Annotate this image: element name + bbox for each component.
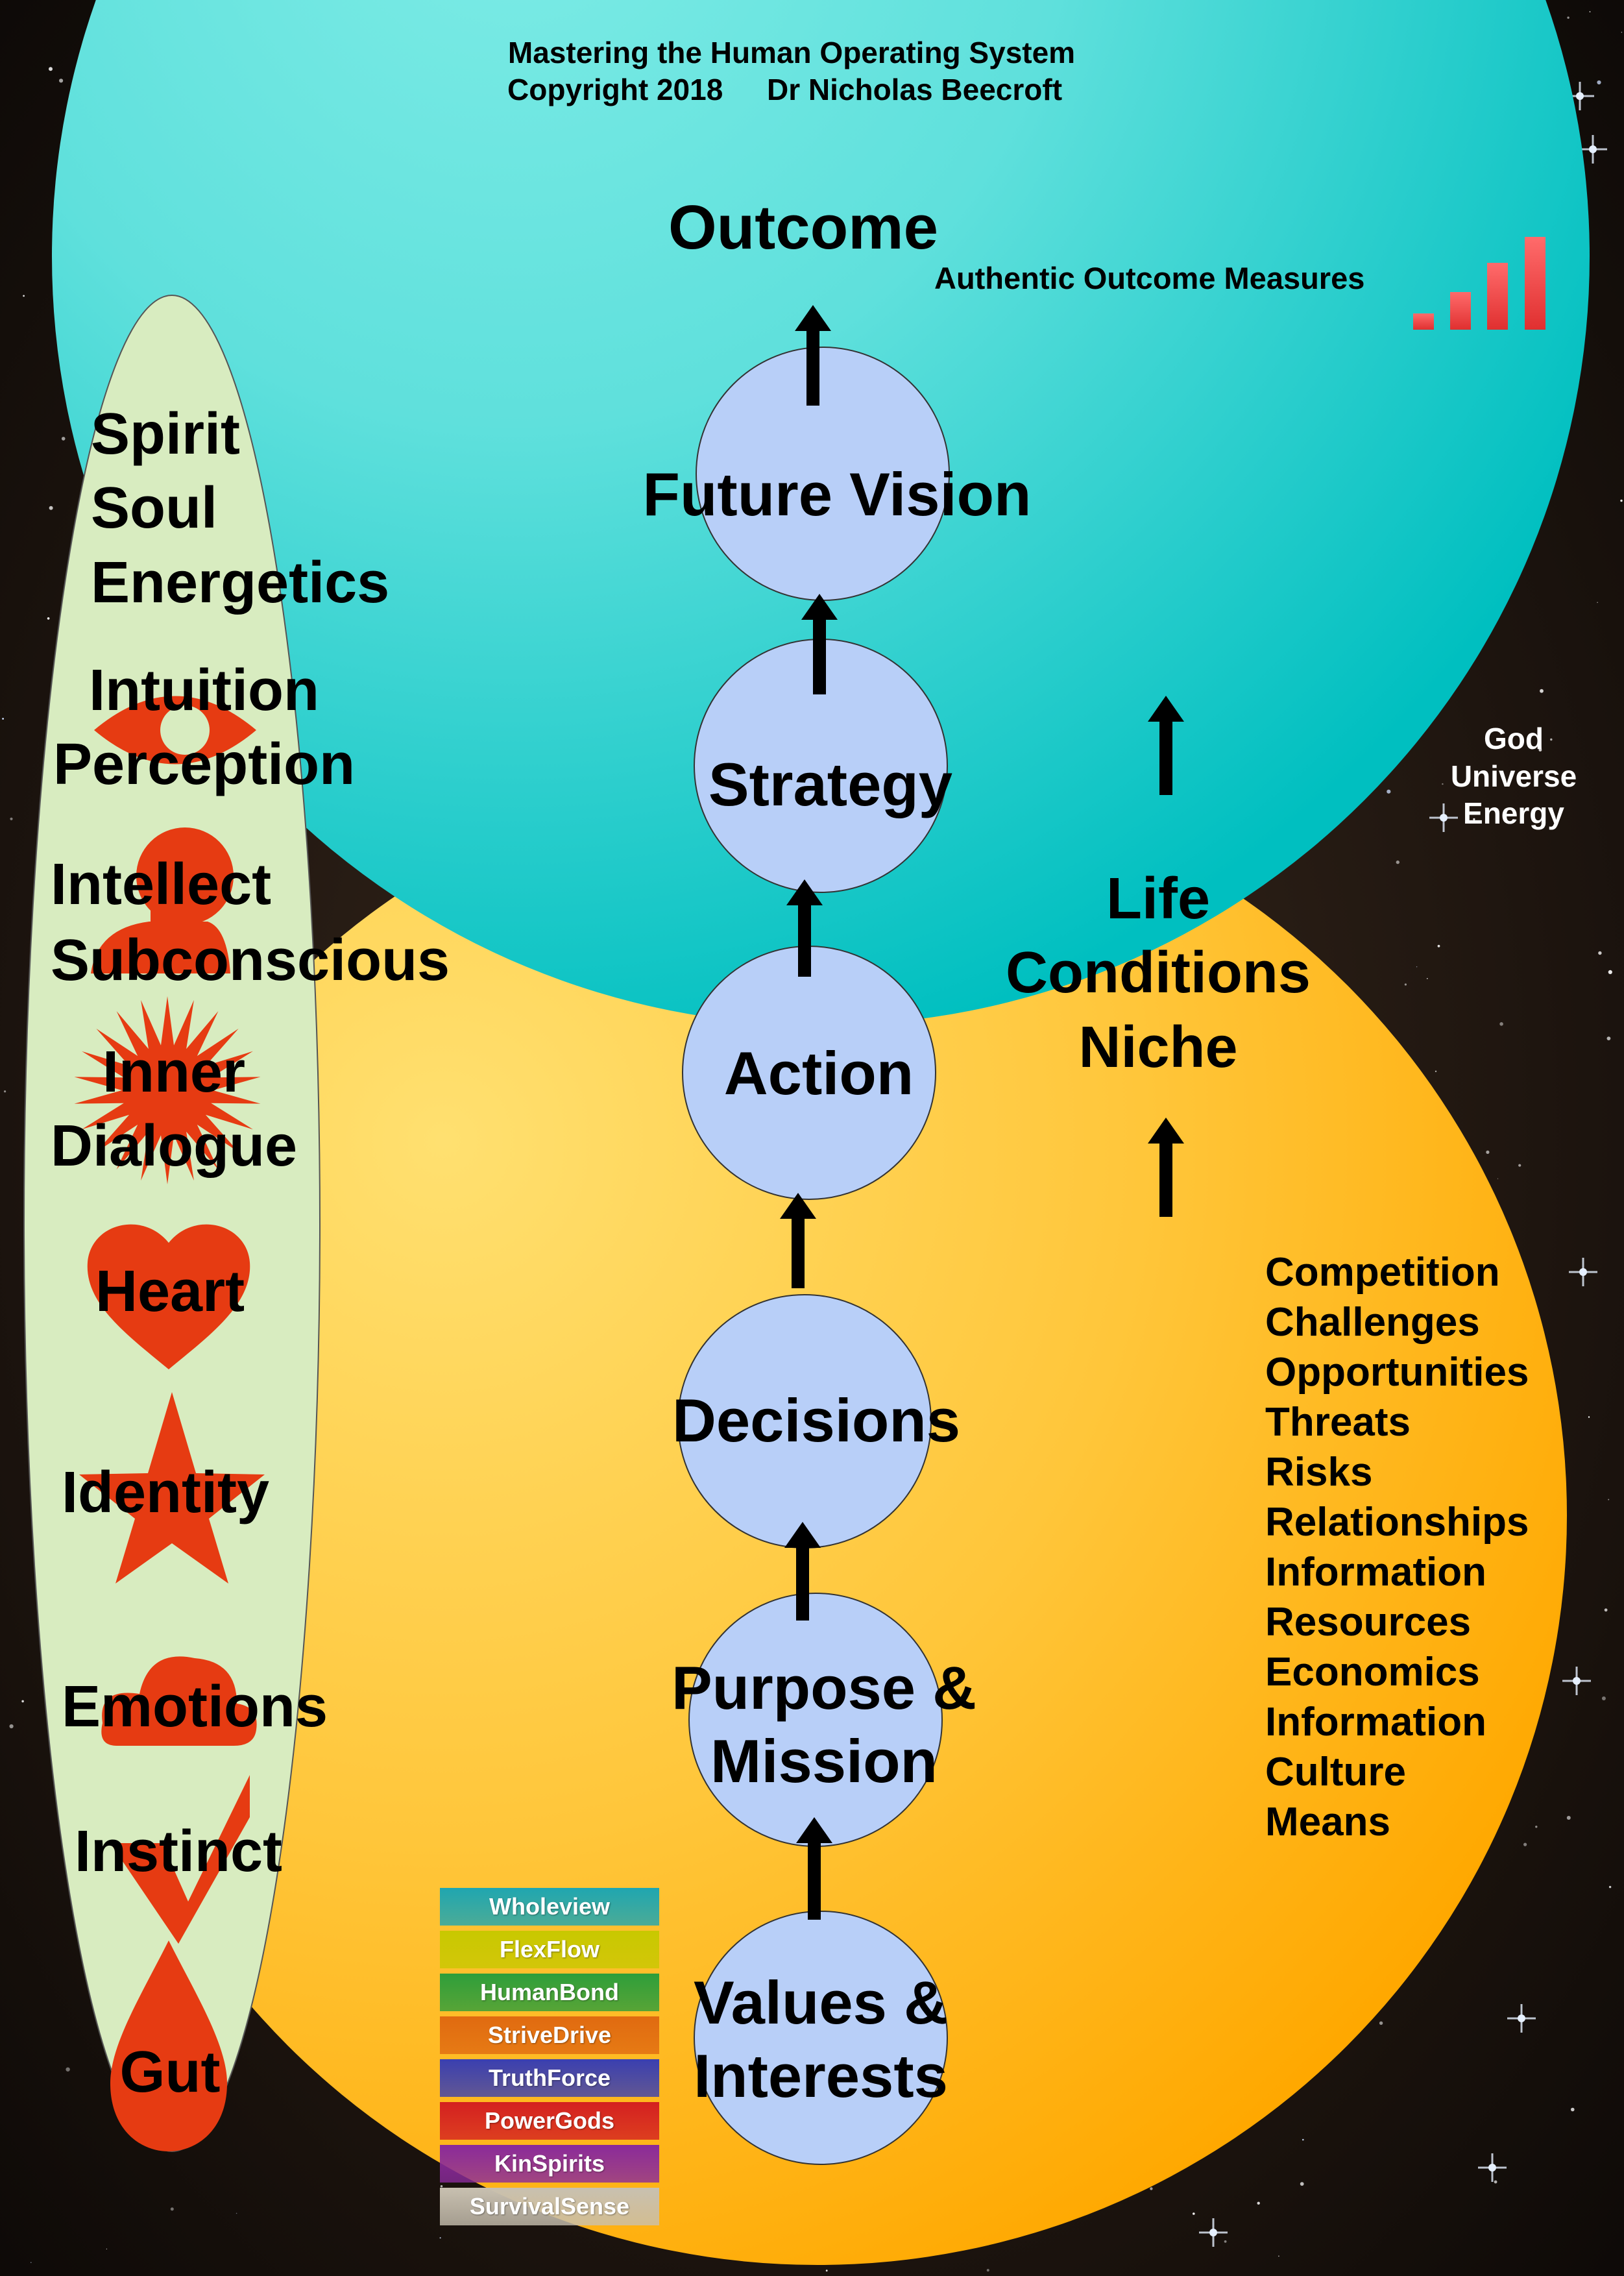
left-icons <box>74 696 265 2151</box>
bar-chart-icon <box>1413 237 1545 330</box>
factor-item: Challenges <box>1265 1300 1480 1345</box>
dialogue-label: Inner Dialogue <box>50 1040 298 1179</box>
author-text: Dr Nicholas Beecroft <box>767 73 1063 106</box>
emotions-label: Emotions <box>61 1674 328 1739</box>
instinct-label: Instinct <box>74 1819 283 1884</box>
drop-icon <box>110 1940 227 2151</box>
factor-item: Information <box>1265 1550 1486 1595</box>
left-ellipse <box>23 295 321 2152</box>
step-label-decisions: Decisions <box>672 1386 961 1454</box>
factor-item: Opportunities <box>1265 1350 1529 1395</box>
arrows <box>780 305 1184 1920</box>
head-silhouette-icon <box>91 827 234 973</box>
step-label-strategy: Strategy <box>708 750 953 818</box>
legend-band: PowerGods <box>440 2102 659 2140</box>
arrow-up-icon <box>786 879 823 977</box>
step-label-purpose: Purpose & Mission <box>671 1654 977 1795</box>
arrow-up-icon <box>795 305 831 406</box>
arrow-up-icon <box>780 1193 816 1288</box>
factor-item: Threats <box>1265 1400 1411 1445</box>
factor-item: Relationships <box>1265 1500 1529 1545</box>
heart-label: Heart <box>95 1259 245 1324</box>
legend-band: Wholeview <box>440 1888 659 1926</box>
gut-label: Gut <box>119 2040 221 2105</box>
legend-band: SurvivalSense <box>440 2188 659 2225</box>
legend-band: KinSpirits <box>440 2145 659 2183</box>
step-label-future-vision: Future Vision <box>642 460 1032 528</box>
eye-icon <box>94 696 256 765</box>
header-title: Mastering the Human Operating System <box>507 36 1076 69</box>
intellect-label: Intellect Subconscious <box>51 852 450 993</box>
outcome-measures-label: Authentic Outcome Measures <box>934 261 1365 295</box>
identity-label: Identity <box>61 1460 270 1525</box>
arrow-up-icon <box>784 1522 821 1621</box>
factor-item: Economics <box>1265 1650 1480 1695</box>
starburst-icon <box>74 996 261 1184</box>
cloud-icon <box>101 1656 257 1746</box>
arrow-up-icon <box>801 594 838 694</box>
intuition-label: Intuition Perception <box>53 658 356 798</box>
legend-band: TruthForce <box>440 2059 659 2097</box>
life-conditions-label: Life Conditions Niche <box>1006 866 1311 1080</box>
checkmark-icon <box>110 1775 250 1944</box>
copyright-text: Copyright 2018 <box>507 73 723 106</box>
factor-item: Culture <box>1265 1750 1406 1794</box>
heart-icon <box>87 1224 250 1369</box>
legend-band: HumanBond <box>440 1974 659 2011</box>
spirit-label: Spirit Soul Energetics <box>91 402 390 615</box>
factor-item: Risks <box>1265 1450 1373 1495</box>
factor-item: Information <box>1265 1700 1486 1744</box>
arrow-up-icon <box>1148 696 1184 795</box>
factor-item: Competition <box>1265 1250 1500 1295</box>
factor-item: Resources <box>1265 1600 1472 1645</box>
arrow-up-icon <box>1148 1118 1184 1217</box>
arrow-up-icon <box>796 1817 832 1920</box>
god-universe-label: God Universe Energy <box>1450 722 1577 830</box>
legend-band: StriveDrive <box>440 2016 659 2054</box>
star-icon <box>79 1392 265 1584</box>
legend-band: FlexFlow <box>440 1931 659 1968</box>
factor-item: Means <box>1265 1800 1390 1844</box>
outcome-label: Outcome <box>668 193 939 262</box>
step-label-action: Action <box>723 1039 914 1107</box>
step-label-values: Values & Interests <box>694 1968 948 2110</box>
step-circles <box>677 347 950 2165</box>
